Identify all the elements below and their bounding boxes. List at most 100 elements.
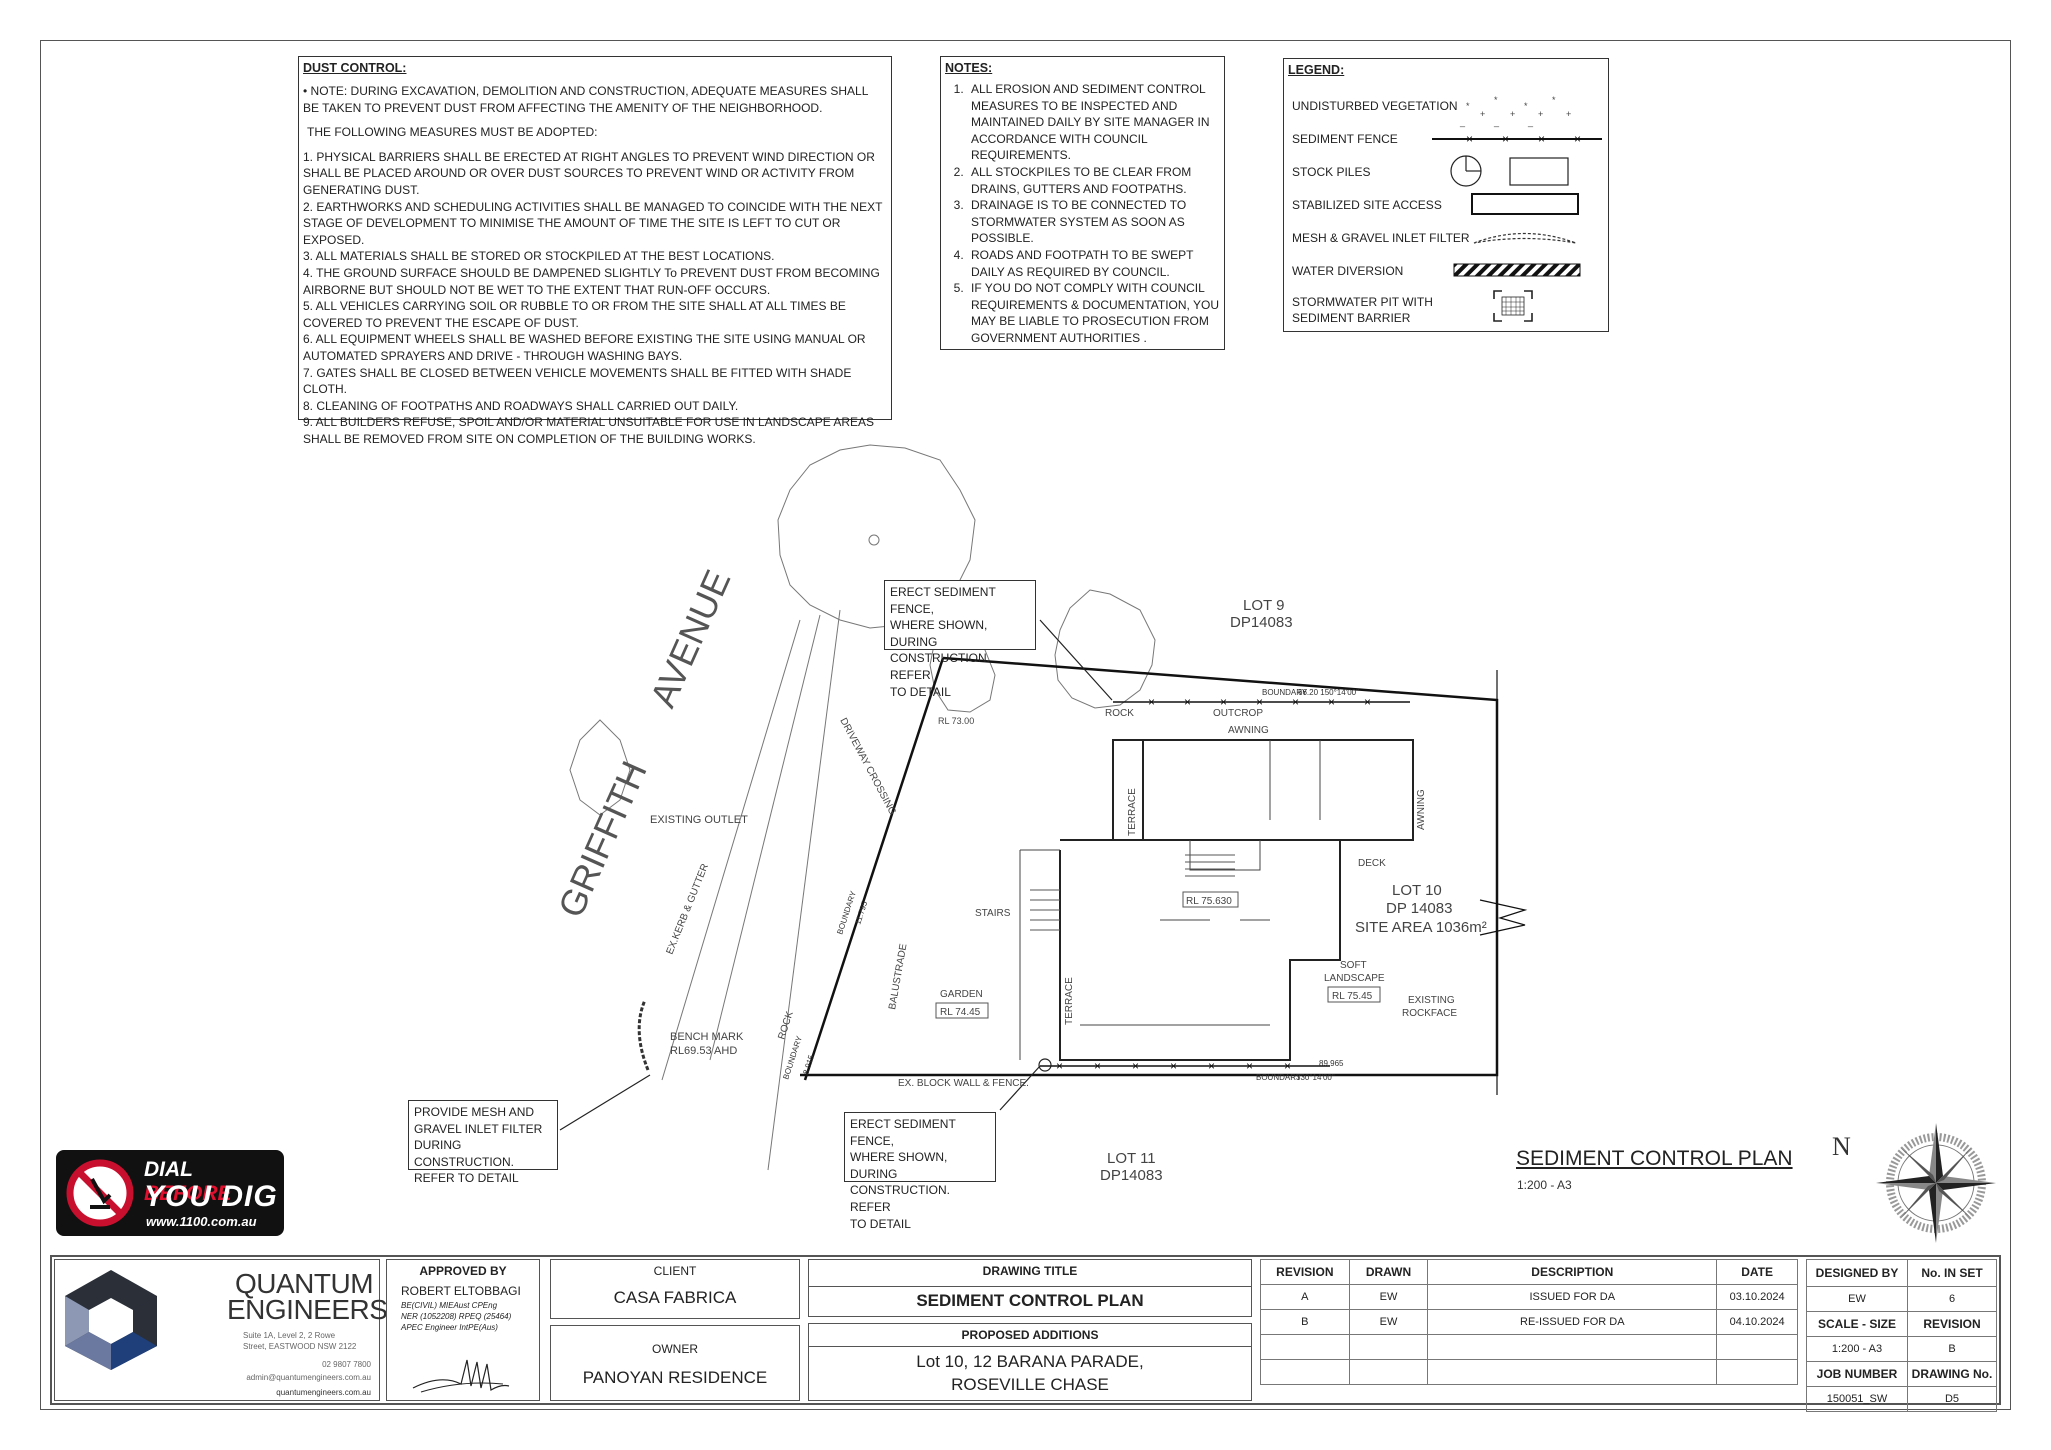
owner-value: PANOYAN RESIDENCE [582,1368,768,1387]
dbyd-url: www.1100.com.au [146,1214,257,1229]
svg-text:+: + [1566,109,1571,119]
drawn-cell: EW [1348,1284,1429,1310]
notes-title: NOTES: [945,61,993,75]
legend-label-inlet-filter: MESH & GRAVEL INLET FILTER [1292,231,1470,245]
boundary-top-dim: 66.20 150°14'00" [1298,688,1359,697]
callout-line: DURING CONSTRUCTION. [414,1138,514,1169]
legend-label-stock-piles: STOCK PILES [1292,165,1371,179]
revision-col-header: REVISION [1260,1259,1350,1285]
tree-right [1054,589,1156,709]
legend-label-vegetation: UNDISTURBED VEGETATION [1292,99,1458,113]
svg-text:×: × [1208,1059,1215,1073]
house-internal [1019,740,1321,1060]
proposed-address-1: Lot 10, 12 BARANA PARADE, [916,1352,1144,1371]
list-item: 9. ALL BUILDERS REFUSE, SPOIL AND/OR MAT… [303,415,875,446]
road-lines [661,609,841,1171]
inlet-filter-symbol [1473,232,1577,244]
revision-cell: B [1260,1309,1350,1335]
svg-text:+: + [1510,109,1515,119]
designed-by-label: DESIGNED BY [1806,1259,1908,1287]
svg-text:×: × [1220,695,1227,709]
rl-garden-box [935,1002,989,1019]
no-in-set-label: No. IN SET [1907,1259,1997,1287]
outcrop-label: OUTCROP [1213,708,1263,719]
site-boundary [800,656,1499,1081]
rock-outcrop-label: ROCK [1105,708,1134,719]
rl-soft-box [1327,986,1381,1003]
company-logo-icon [65,1270,157,1370]
approved-credentials-2: NER (1052208) RPEQ (25464) [401,1312,512,1321]
revision-value: B [1907,1336,1997,1362]
legend-label-stormwater-pit: STORMWATER PIT WITH [1292,295,1433,309]
stock-pile-symbol [1450,155,1569,187]
owner-cell: OWNER PANOYAN RESIDENCE [550,1325,800,1401]
drawing-title-label: DRAWING TITLE [982,1264,1078,1278]
svg-text:+: + [1480,109,1485,119]
site-access-symbol [1471,193,1579,215]
site-area: SITE AREA 1036m² [1355,919,1487,936]
vegetation-symbol: **** ++++ ___ [1459,95,1571,127]
plan-scale: 1:200 - A3 [1517,1178,1572,1192]
awning-right-label: AWNING [1416,789,1427,830]
boundary-bottom-bearing: 330°14'00" [1296,1073,1335,1082]
water-diversion-symbol [1453,263,1581,277]
revision-label: REVISION [1907,1311,1997,1337]
list-item: IF YOU DO NOT COMPLY WITH COUNCIL REQUIR… [967,280,1220,346]
job-number-value: 150051_SW [1806,1386,1908,1412]
dbyd-you-dig: YOU DIG [144,1180,278,1213]
signature-icon [412,1359,510,1393]
tree-large [777,444,976,629]
proposed-rule [809,1346,1251,1347]
svg-text:×: × [1538,132,1545,146]
rl-house-box [1182,891,1239,908]
client-label: CLIENT [653,1264,697,1278]
svg-text:×: × [1256,695,1263,709]
dust-control-note: • NOTE: DURING EXCAVATION, DEMOLITION AN… [303,84,868,115]
drawing-title-cell: DRAWING TITLE SEDIMENT CONTROL PLAN [808,1259,1252,1317]
svg-text:×: × [1502,132,1509,146]
date-col-header: DATE [1716,1259,1798,1285]
table-row: A EW ISSUED FOR DA 03.10.2024 [1260,1284,1798,1310]
stair-treads [1030,854,1235,931]
bench-mark-label-2: RL69.53 AHD [670,1045,737,1057]
revision-table: REVISION DRAWN DESCRIPTION DATE A EW ISS… [1260,1259,1798,1385]
svg-text:*: * [1552,95,1556,105]
balustrade-label: BALUSTRADE [887,943,909,1011]
proposed-cell: PROPOSED ADDITIONS Lot 10, 12 BARANA PAR… [808,1323,1252,1401]
company-cell: QUANTUM ENGINEERS Suite 1A, Level 2, 2 R… [54,1259,388,1401]
table-row [1260,1334,1798,1360]
svg-text:×: × [1246,1059,1253,1073]
block-wall-label: EX. BLOCK WALL & FENCE. [898,1078,1029,1089]
date-cell: 03.10.2024 [1716,1284,1798,1310]
company-address-1: Suite 1A, Level 2, 2 Rowe [243,1331,336,1340]
info-row: DESIGNED BY No. IN SET [1806,1259,1997,1287]
list-item: 7. GATES SHALL BE CLOSED BETWEEN VEHICLE… [303,365,852,397]
lot9-dp: DP14083 [1230,614,1293,631]
boundary-left-dim-2: 8.915 [801,1053,816,1075]
svg-text:×: × [1364,695,1371,709]
dial-before-you-dig-logo: DIAL BEFORE YOU DIG www.1100.com.au [56,1150,284,1236]
rl-house: RL 75.630 [1186,896,1232,907]
callout-line: REFER TO DETAIL [414,1171,519,1186]
list-item: 5. ALL VEHICLES CARRYING SOIL OR RUBBLE … [303,299,846,330]
rock-label: ROCK [776,1010,795,1041]
company-website: quantumengineers.com.au [276,1388,371,1397]
legend-label-site-access: STABILIZED SITE ACCESS [1292,198,1442,212]
dust-control-box: DUST CONTROL: • NOTE: DURING EXCAVATION,… [298,56,892,446]
table-row [1260,1359,1798,1385]
svg-text:×: × [1132,1059,1139,1073]
svg-text:×: × [1170,1059,1177,1073]
dust-control-list: 1. PHYSICAL BARRIERS SHALL BE ERECTED AT… [299,149,891,448]
info-row: 1:200 - A3 B [1806,1336,1997,1362]
description-col-header: DESCRIPTION [1427,1259,1718,1285]
drawn-col-header: DRAWN [1348,1259,1429,1285]
svg-text:*: * [1494,95,1498,105]
dust-control-intro: THE FOLLOWING MEASURES MUST BE ADOPTED: [307,125,598,140]
street-name-avenue: AVENUE [642,564,739,713]
lot11-label: LOT 11 [1107,1150,1156,1167]
callout-line: WHERE SHOWN, DURING [890,618,988,649]
client-value: CASA FABRICA [613,1288,737,1307]
callout-line: CONSTRUCTION. REFER [850,1183,950,1214]
callout-sediment-fence-top: ERECT SEDIMENT FENCE, WHERE SHOWN, DURIN… [884,580,1036,699]
info-row: 150051_SW D5 [1806,1386,1997,1412]
